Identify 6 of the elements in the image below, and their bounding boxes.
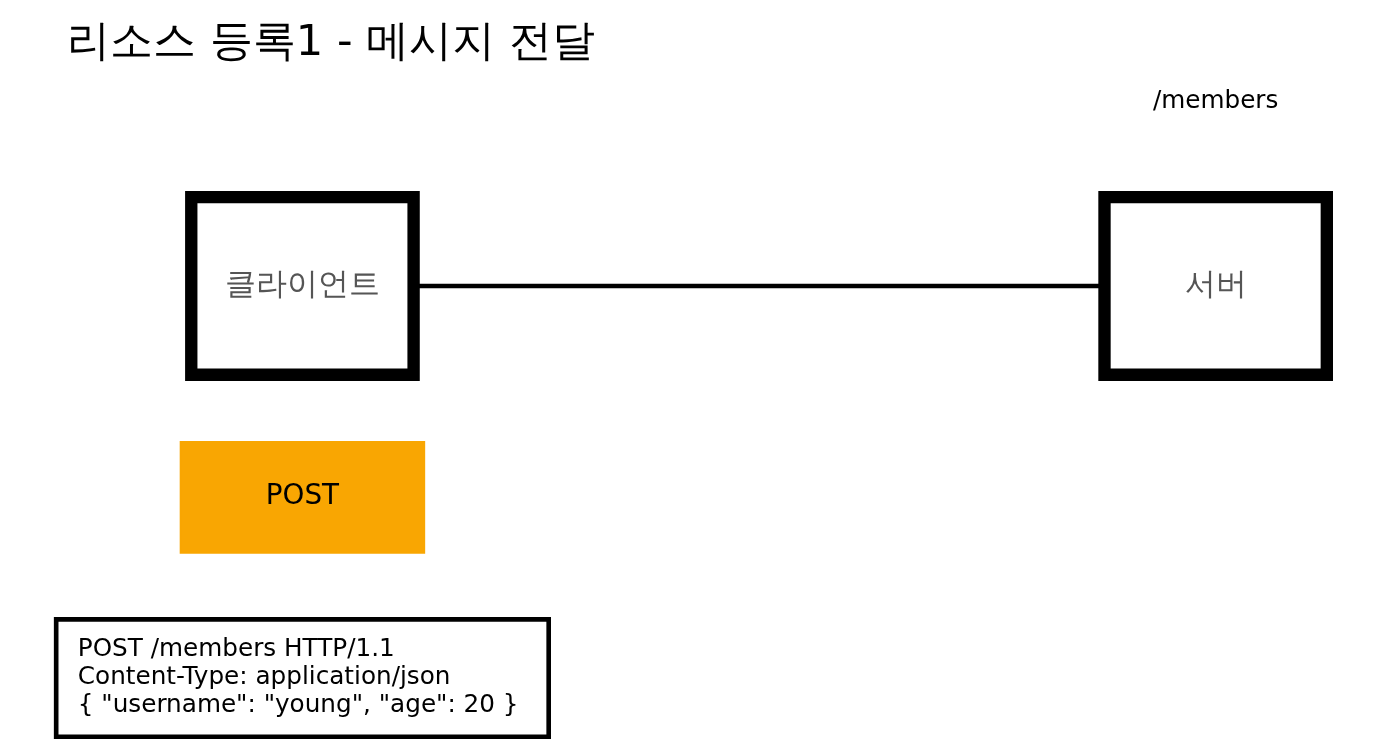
node-box: 클라이언트 xyxy=(185,191,420,381)
node-box: POST /members HTTP/1.1 Content-Type: application/json { "username": "young", "age": 20 } xyxy=(53,617,551,740)
node-box: 서버 xyxy=(1098,191,1333,381)
node-box: POST xyxy=(179,441,426,554)
diagram-title: 리소스 등록1 - 메시지 전달 xyxy=(66,14,596,65)
label: /members xyxy=(1152,85,1279,115)
